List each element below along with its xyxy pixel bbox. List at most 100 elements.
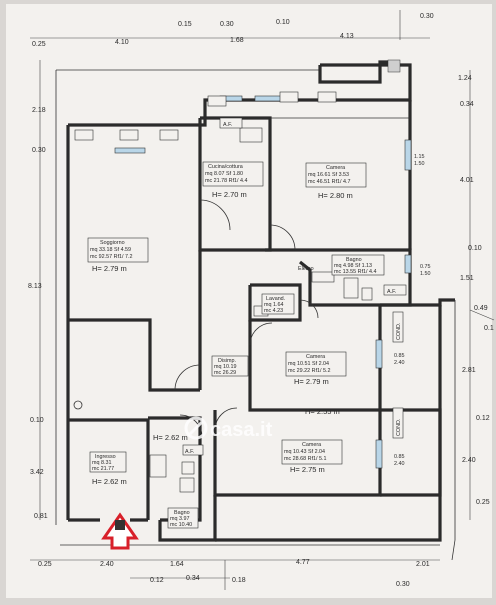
- dim-right-0: 1.24: [458, 75, 472, 82]
- room-name: Lavand.: [266, 296, 285, 302]
- room-volume: mc 21.78 Rf1/ 4.4: [205, 178, 248, 184]
- fixture-column: [73, 400, 83, 410]
- room-area: mq 33.18 Sf 4.59: [90, 247, 131, 253]
- room-volume: mc 4.23: [264, 308, 283, 314]
- dim-right-7: 2.81: [462, 367, 476, 374]
- win-label-2: 0.75: [420, 264, 431, 270]
- af-label-bagno: A.F.: [387, 289, 396, 295]
- win-label-4b: 2.40: [394, 461, 405, 467]
- fixture-pillar: [387, 59, 401, 73]
- dim-top-1: 0.30: [220, 21, 234, 28]
- dim-top-2: 0.10: [276, 19, 290, 26]
- af-box-cucina: [219, 117, 243, 129]
- window-soggiorno: [114, 147, 146, 154]
- room-camera-1: Camera mq 16.61 Sf 3.53 mc 46.51 Rf1/ 4.…: [305, 162, 367, 200]
- fixture-kitchenette: [149, 454, 167, 478]
- af-box-bagno: [383, 284, 407, 296]
- dim-right-10: 0.25: [476, 499, 490, 506]
- room-name: Camera: [302, 442, 321, 448]
- room-area: mq 10.43 Sf 2.04: [284, 449, 325, 455]
- room-name: Disimp.: [218, 358, 236, 364]
- window-bagno1: [404, 254, 412, 274]
- win-label-1b: 1.50: [414, 161, 425, 167]
- room-volume: mc 26.29: [214, 370, 236, 376]
- kitchenette-height: H= 2.62 m: [153, 433, 188, 442]
- room-name: Bagno: [174, 510, 190, 516]
- fixture-wc-bagno2: [179, 477, 195, 493]
- room-area: mq 8.31: [92, 460, 111, 466]
- dim-right-3: 0.10: [468, 245, 482, 252]
- room-name: Camera: [326, 165, 345, 171]
- af-box-ingresso: [182, 444, 204, 456]
- cond-box-2: [392, 407, 404, 439]
- entrance-arrow-icon: [101, 512, 139, 550]
- casa-it-watermark: casa.it: [184, 416, 273, 441]
- dim-top-5: 4.10: [115, 39, 129, 46]
- dim-left-2: 8.13: [28, 283, 42, 290]
- room-disimpegno: Disimp. mq 10.19 mc 26.29: [211, 355, 249, 377]
- room-height: H= 2.80 m: [318, 191, 353, 200]
- dim-top-7: 4.13: [340, 33, 354, 40]
- room-area: mq 4.98 Sf 1.13: [334, 263, 372, 269]
- dim-right-4: 1.51: [460, 275, 474, 282]
- af-label-cucina: A.F.: [223, 122, 232, 128]
- room-volume: mc 46.51 Rf1/ 4.7: [308, 179, 351, 185]
- dim-right-2: 4.01: [460, 177, 474, 184]
- room-ingresso: Ingresso mq 8.31 mc 21.77 H= 2.62 m: [89, 451, 127, 486]
- room-height: H= 2.79 m: [294, 377, 329, 386]
- room-height: H= 2.70 m: [212, 190, 247, 199]
- doors: [174, 199, 319, 438]
- room-bagno-2: Bagno mq 3.97 mc 10.40: [167, 507, 199, 529]
- room-cucina: Cucina/cottura mq 8.07 Sf 1.80 mc 21.78 …: [202, 161, 264, 199]
- cond-label-2: COND.: [396, 419, 402, 436]
- room-name: Camera: [306, 354, 325, 360]
- window-camera1: [404, 139, 412, 171]
- dim-bottom-2: 1.64: [170, 561, 184, 568]
- win-label-3b: 2.40: [394, 360, 405, 366]
- dim-bottom-8: 0.30: [396, 581, 410, 588]
- fixture-sink-bagno1: [311, 271, 335, 283]
- room-area: mq 3.97: [170, 516, 189, 522]
- dim-left-1: 0.30: [32, 147, 46, 154]
- win-label-3: 0.85: [394, 353, 405, 359]
- room-area: mq 10.51 Sf 2.04: [288, 361, 329, 367]
- dim-right-5: 0.49: [474, 305, 488, 312]
- room-bagno-1: Bagno mq 4.98 Sf 1.13 mc 13.55 Rf1/ 4.4: [331, 254, 385, 276]
- room-volume: mc 29.22 Rf1/ 5.2: [288, 368, 331, 374]
- dim-bottom-6: 0.34: [186, 575, 200, 582]
- dim-left-0: 2.18: [32, 107, 46, 114]
- dim-right-6: 0.1: [484, 325, 494, 332]
- dim-right-9: 2.40: [462, 457, 476, 464]
- room-volume: mc 92.57 Rf1/ 7.2: [90, 254, 133, 260]
- dim-right-8: 0.12: [476, 415, 490, 422]
- room-lavand: Lavand. mq 1.64 mc 4.23: [261, 293, 295, 315]
- window-camera3: [375, 439, 383, 469]
- radiators: [74, 91, 337, 141]
- dim-left-4: 3.42: [30, 469, 44, 476]
- corridor-height: H= 2.55 m: [305, 407, 340, 416]
- cond-box-1: [392, 311, 404, 343]
- room-height: H= 2.79 m: [92, 264, 127, 273]
- room-soggiorno: Soggiorno mq 33.18 Sf 4.59 mc 92.57 Rf1/…: [87, 237, 149, 273]
- room-volume: mc 10.40: [170, 522, 192, 528]
- win-label-1: 1.15: [414, 154, 425, 160]
- room-area: mq 16.61 Sf 3.53: [308, 172, 349, 178]
- room-area: mq 8.07 Sf 1.80: [205, 171, 243, 177]
- fixture-sink-bagno2: [181, 461, 195, 475]
- room-height: H= 2.62 m: [92, 477, 127, 486]
- fixture-wc-bagno1: [361, 287, 373, 301]
- dim-bottom-5: 0.12: [150, 577, 164, 584]
- room-volume: mc 28.68 Rf1/ 5.1: [284, 456, 327, 462]
- dim-bottom-0: 0.25: [38, 561, 52, 568]
- windows: [114, 95, 412, 469]
- elettro-label: Elettro: [298, 266, 314, 272]
- dim-right-1: 0.34: [460, 101, 474, 108]
- dim-bottom-1: 2.40: [100, 561, 114, 568]
- dim-top-0: 0.15: [178, 21, 192, 28]
- room-volume: mc 13.55 Rf1/ 4.4: [334, 269, 377, 275]
- dim-left-3: 0.10: [30, 417, 44, 424]
- watermark-text: casa.it: [210, 419, 273, 441]
- room-name: Ingresso: [95, 454, 116, 460]
